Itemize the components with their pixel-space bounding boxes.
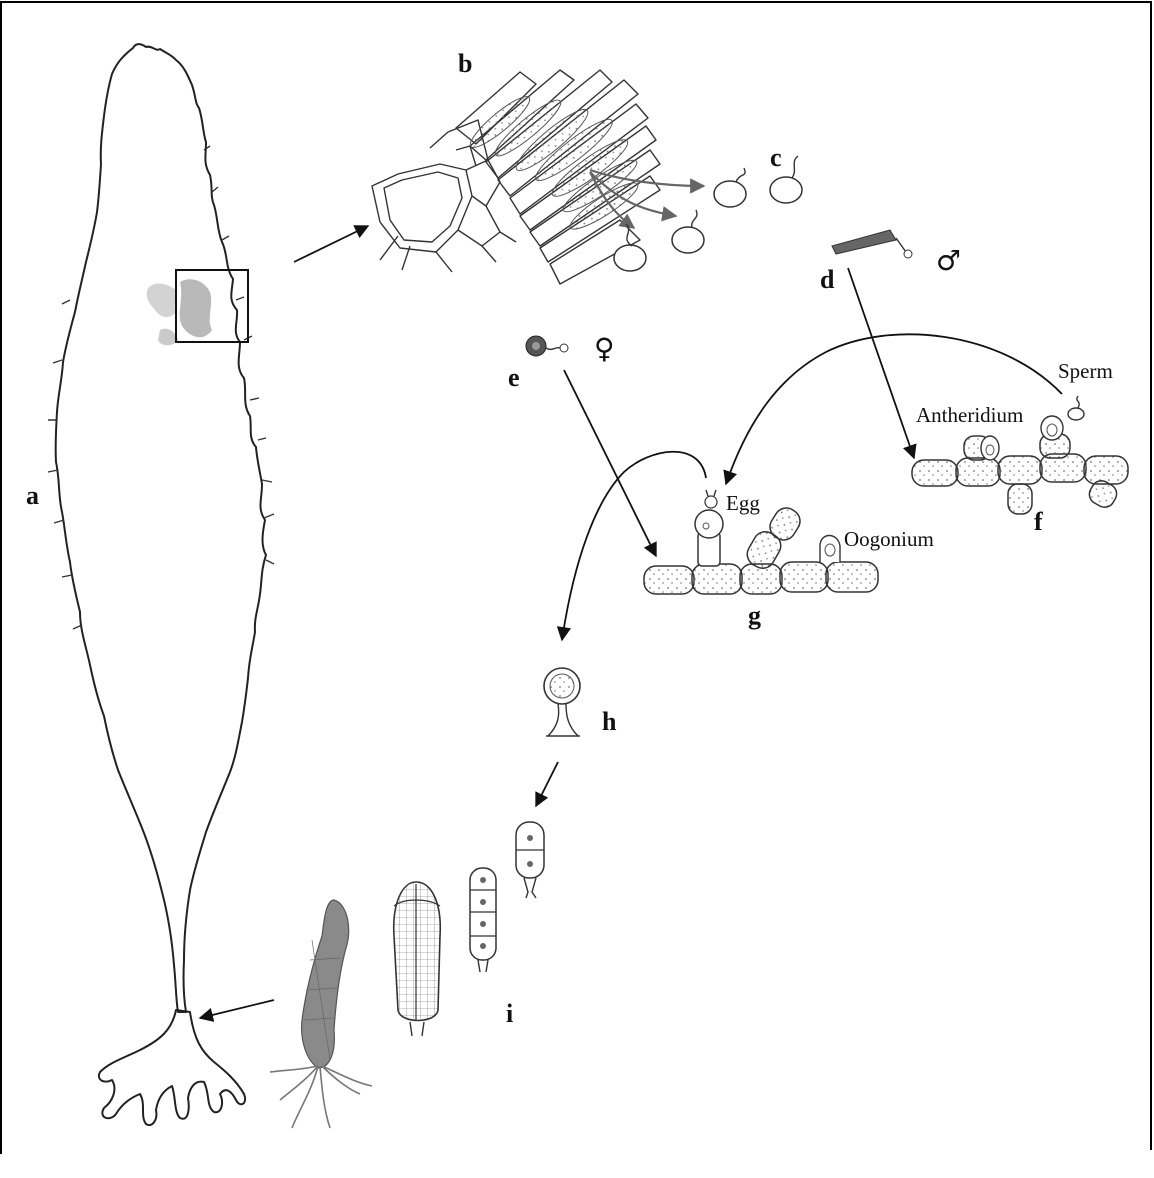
arrow-e-to-g <box>564 370 656 556</box>
holdfast <box>99 1010 245 1125</box>
zygote-h <box>544 668 580 736</box>
annotation-sperm: Sperm <box>1058 359 1113 383</box>
sporophyte-blade <box>56 44 266 1012</box>
oogonium <box>820 536 840 563</box>
zoospore <box>714 168 746 207</box>
label-h: h <box>602 707 617 736</box>
female-symbol: ♀ <box>594 332 615 365</box>
female-gametophyte-g <box>644 504 878 594</box>
sorus-patch <box>147 279 212 345</box>
young-sporophytes-i <box>270 822 544 1128</box>
arrow-i-to-a <box>200 1000 274 1018</box>
label-g: g <box>748 601 761 630</box>
annotation-oogonium: Oogonium <box>844 527 934 551</box>
egg-cell <box>695 490 723 538</box>
label-e: e <box>508 363 520 392</box>
cortex-cells <box>372 120 516 272</box>
zoospore <box>614 224 646 271</box>
label-c: c <box>770 143 782 172</box>
zoospores-c <box>614 156 802 271</box>
multicellular-stage <box>394 882 441 1036</box>
four-cell-stage <box>470 868 496 972</box>
male-spore-d <box>832 230 912 258</box>
arrow-d-to-f <box>848 268 914 458</box>
label-a: a <box>26 481 39 510</box>
label-i: i <box>506 999 513 1028</box>
juvenile-sporophyte <box>270 900 372 1128</box>
zoospore <box>672 210 704 253</box>
male-symbol: ♂ <box>936 244 961 277</box>
label-b: b <box>458 49 472 78</box>
male-gametophyte-f <box>912 434 1128 514</box>
blade-margin-teeth <box>48 146 274 629</box>
label-f: f <box>1034 507 1043 536</box>
two-cell-stage <box>516 822 544 898</box>
arrow-h-to-i <box>536 762 558 806</box>
arrow-egg-to-zygote <box>562 452 706 640</box>
annotation-egg: Egg <box>726 491 760 515</box>
sex-symbols: ♂ ♀ <box>594 244 961 365</box>
arrow-a-to-b <box>294 226 368 262</box>
annotation-antheridium: Antheridium <box>916 403 1023 427</box>
female-spore-e <box>526 336 568 356</box>
sperm-cell <box>1068 396 1084 420</box>
mature-sporophyte-a <box>48 44 274 1125</box>
label-d: d <box>820 265 835 294</box>
